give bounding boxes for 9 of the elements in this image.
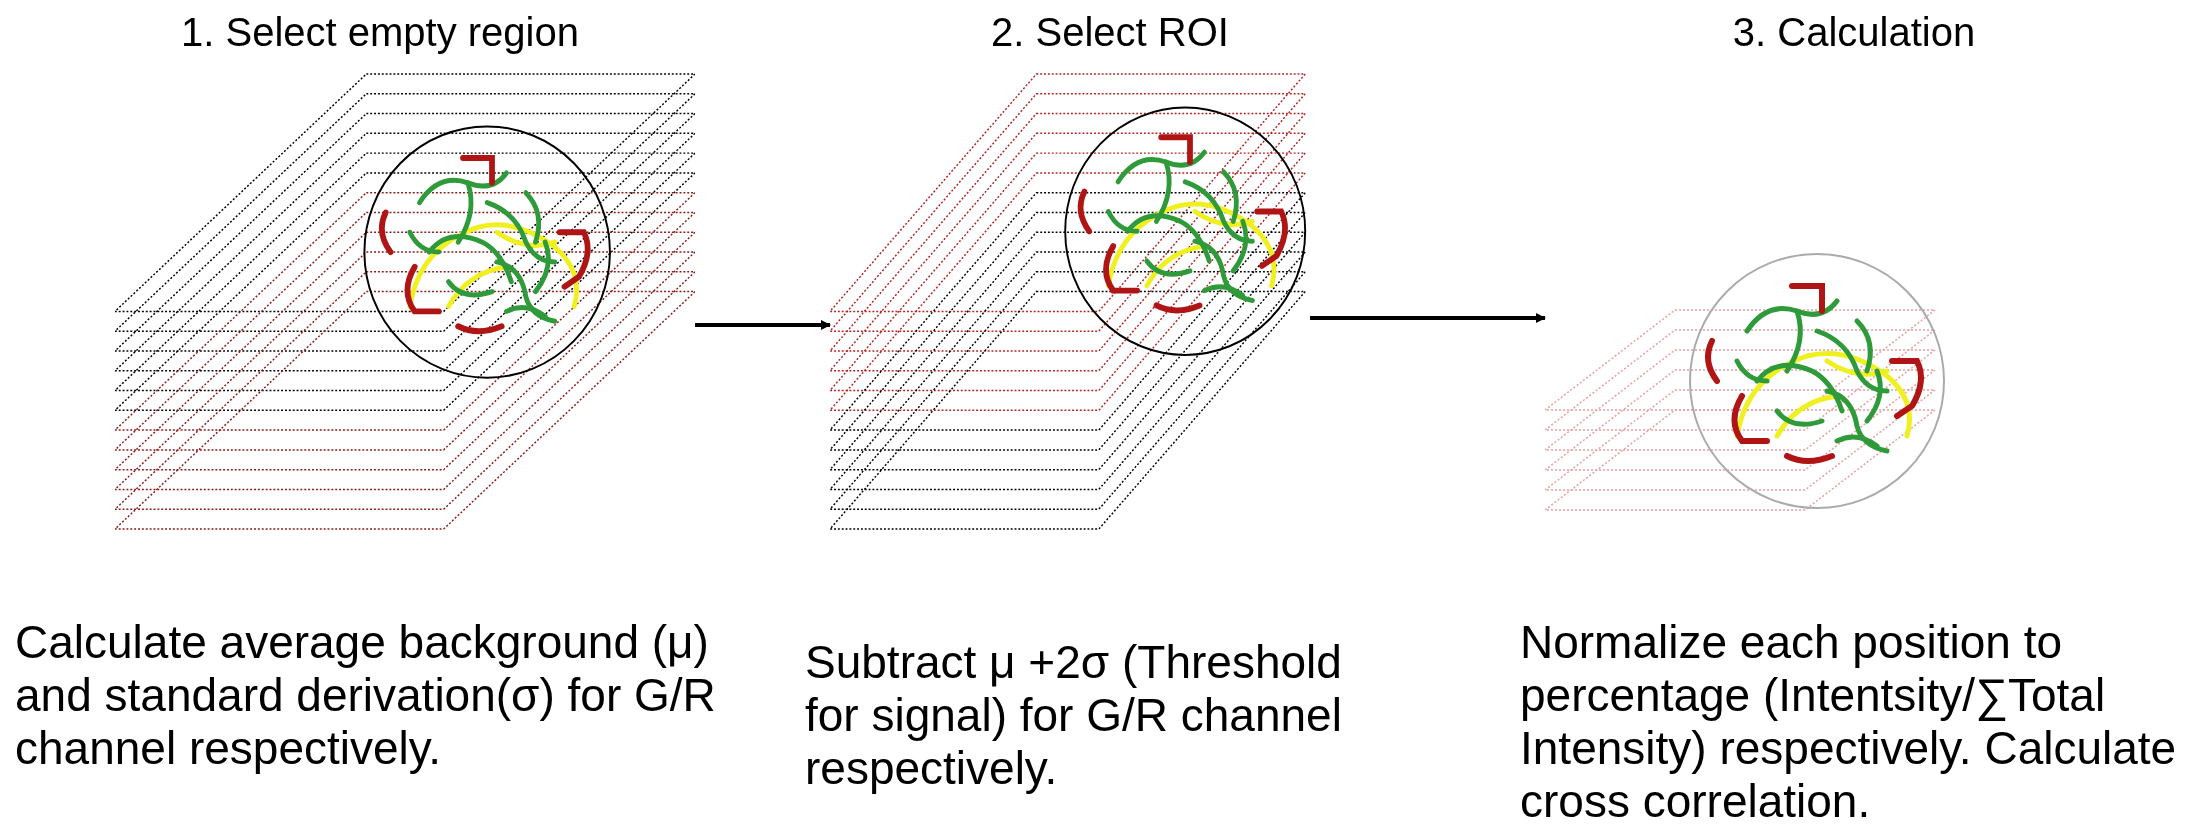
image-stack-drawing bbox=[115, 72, 695, 532]
step-description: Calculate average background (μ) and standard derivation(σ) for G/R channel respectively. bbox=[15, 616, 717, 775]
step-title: 1. Select empty region bbox=[180, 9, 580, 56]
step-description: Normalize each position to percentage (Intentsity/∑Total Intensity) respectively. Calculate cross correlation. bbox=[1520, 616, 2178, 828]
arrow bbox=[695, 320, 831, 330]
step-title: 2. Select ROI bbox=[990, 9, 1230, 56]
arrow bbox=[1310, 313, 1546, 323]
step-description: Subtract μ +2σ (Threshold for signal) for G/R channel respectively. bbox=[805, 636, 1343, 795]
step-title: 3. Calculation bbox=[1731, 9, 1977, 56]
